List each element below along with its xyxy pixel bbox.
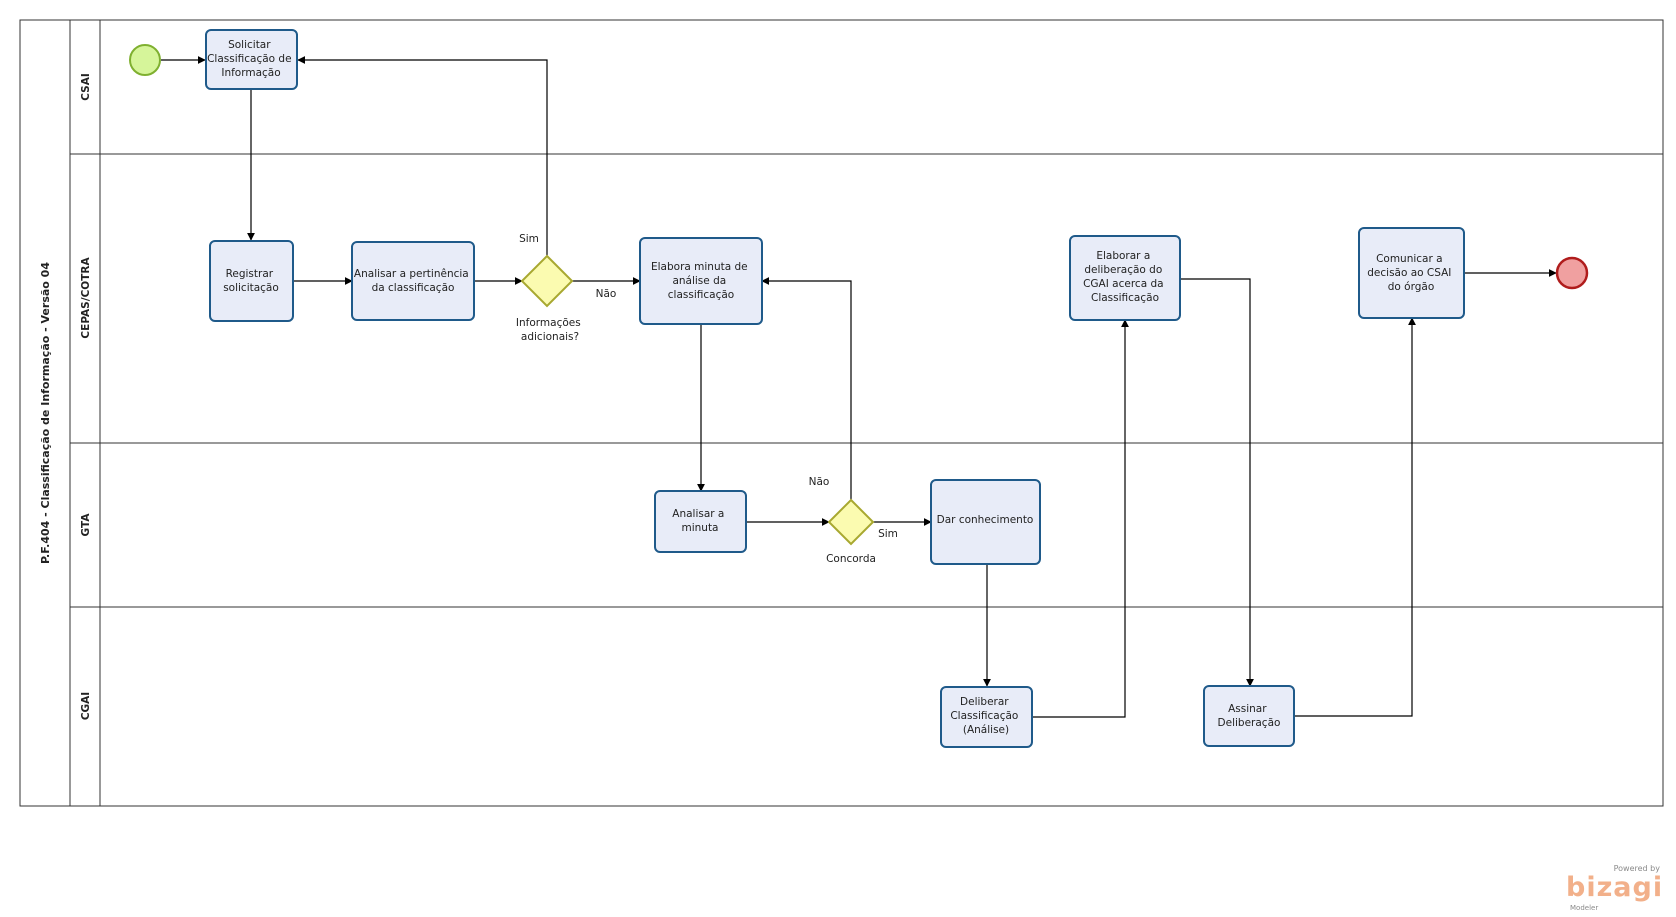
task-elaborar-deliberacao-box[interactable] xyxy=(1069,235,1181,321)
task-label-line: (Análise) xyxy=(963,724,1009,736)
gateway-informacoes-label-line: adicionais? xyxy=(521,331,579,343)
task-assinar[interactable]: Assinar Deliberação xyxy=(1203,685,1295,747)
pool: P.F.404 - Classificação de Informação - … xyxy=(19,19,1664,807)
gateway-informacoes-shape[interactable] xyxy=(520,254,574,308)
task-label-line: Analisar a pertinência xyxy=(354,268,469,280)
task-label-line: Elaborar a xyxy=(1096,250,1150,262)
task-solicitar-label: Solicitar Classificação de Informação xyxy=(207,39,295,79)
flow-gateway-sim-to-solicitar xyxy=(297,56,548,256)
task-label-line: Solicitar xyxy=(228,39,271,51)
task-deliberar[interactable]: Deliberar Classificação (Análise) xyxy=(940,686,1033,748)
task-analisar-pertinencia-box[interactable] xyxy=(351,241,475,321)
flow-concorda-nao-to-elabora xyxy=(761,277,852,500)
task-label-line: Assinar xyxy=(1228,703,1267,715)
gateway-informacoes-label-line: Informações xyxy=(516,317,581,329)
sequence-flows xyxy=(161,56,1557,718)
task-solicitar[interactable]: Solicitar Classificação de Informação xyxy=(205,29,298,90)
task-deliberar-box[interactable] xyxy=(940,686,1033,748)
task-label-line: Classificação xyxy=(1091,292,1159,304)
task-comunicar[interactable]: Comunicar a decisão ao CSAI do órgão xyxy=(1358,227,1465,319)
task-analisar-pertinencia[interactable]: Analisar a pertinência da classificação xyxy=(351,241,475,321)
task-elabora-minuta-label: Elabora minuta de análise da classificaç… xyxy=(651,261,751,301)
task-analisar-minuta[interactable]: Analisar a minuta xyxy=(654,490,747,553)
task-registrar-label: Registrar solicitação xyxy=(223,268,279,294)
bizagi-watermark: Powered by bizagi Modeler xyxy=(1566,864,1662,914)
task-solicitar-box[interactable] xyxy=(205,29,298,90)
flow-label-nao-concorda: Não xyxy=(809,476,830,488)
task-dar-conhecimento-label: Dar conhecimento xyxy=(937,514,1034,526)
task-label-line: da classificação xyxy=(372,282,455,294)
bizagi-logo: bizagi xyxy=(1566,872,1664,903)
flow-elaborar-to-assinar xyxy=(1181,278,1254,687)
gateway-informacoes[interactable]: Informações adicionais? xyxy=(516,254,584,343)
task-label-line: deliberação do xyxy=(1084,264,1162,276)
task-label-line: Deliberação xyxy=(1218,717,1281,729)
task-comunicar-label: Comunicar a decisão ao CSAI do órgão xyxy=(1367,253,1455,293)
gateway-concorda-label: Concorda xyxy=(826,553,876,565)
flow-label-sim-concorda: Sim xyxy=(878,528,898,540)
watermark-powered-by: Powered by xyxy=(1613,864,1660,873)
task-elabora-minuta[interactable]: Elabora minuta de análise da classificaç… xyxy=(639,237,763,325)
task-label-line: classificação xyxy=(668,289,734,301)
task-label-line: Elabora minuta de xyxy=(651,261,748,273)
lane-label-cgai: CGAI xyxy=(80,692,92,720)
task-elabora-minuta-box[interactable] xyxy=(639,237,763,325)
task-label-line: Classificação xyxy=(950,710,1018,722)
flow-assinar-to-comunicar xyxy=(1295,317,1416,717)
gateway-concorda-shape[interactable] xyxy=(827,498,875,546)
task-assinar-label: Assinar Deliberação xyxy=(1218,703,1281,729)
task-dar-conhecimento-box[interactable] xyxy=(930,479,1041,565)
task-elaborar-deliberacao[interactable]: Elaborar a deliberação do CGAI acerca da… xyxy=(1069,235,1181,321)
task-analisar-pertinencia-label: Analisar a pertinência da classificação xyxy=(354,268,472,294)
start-event[interactable] xyxy=(129,44,161,76)
flow-deliberar-to-elaborar xyxy=(1033,319,1129,718)
pool-title: P.F.404 - Classificação de Informação - … xyxy=(39,262,52,564)
end-event[interactable] xyxy=(1555,256,1589,290)
watermark-product: Modeler xyxy=(1570,904,1599,912)
task-comunicar-box[interactable] xyxy=(1358,227,1465,319)
task-label-line: do órgão xyxy=(1388,281,1435,293)
task-dar-conhecimento[interactable]: Dar conhecimento xyxy=(930,479,1041,565)
task-label-line: Analisar a xyxy=(672,508,724,520)
flow-label-sim-informacoes: Sim xyxy=(519,233,539,245)
task-analisar-minuta-box[interactable] xyxy=(654,490,747,553)
pool-border xyxy=(19,19,1664,807)
flow-label-nao-informacoes: Não xyxy=(596,288,617,300)
task-label-line: Classificação de xyxy=(207,53,291,65)
task-label-line: Deliberar xyxy=(960,696,1009,708)
gateway-concorda[interactable]: Concorda xyxy=(826,498,876,565)
task-label-line: Registrar xyxy=(226,268,274,280)
task-label-line: decisão ao CSAI xyxy=(1367,267,1451,279)
lane-label-cepas-cotra: CEPAS/COTRA xyxy=(80,257,92,339)
task-registrar-box[interactable] xyxy=(209,240,294,322)
task-assinar-box[interactable] xyxy=(1203,685,1295,747)
task-label-line: análise da xyxy=(672,275,726,287)
lane-label-csai: CSAI xyxy=(80,73,92,101)
task-label-line: Comunicar a xyxy=(1376,253,1443,265)
task-label-line: solicitação xyxy=(223,282,279,294)
task-registrar[interactable]: Registrar solicitação xyxy=(209,240,294,322)
task-label-line: CGAI acerca da xyxy=(1083,278,1163,290)
lane-label-gta: GTA xyxy=(80,513,92,537)
task-deliberar-label: Deliberar Classificação (Análise) xyxy=(950,696,1021,736)
gateway-informacoes-label: Informações adicionais? xyxy=(516,317,584,343)
task-label-line: minuta xyxy=(681,522,718,534)
task-elaborar-deliberacao-label: Elaborar a deliberação do CGAI acerca da… xyxy=(1083,250,1167,304)
task-label-line: Informação xyxy=(221,67,280,79)
task-analisar-minuta-label: Analisar a minuta xyxy=(672,508,727,534)
